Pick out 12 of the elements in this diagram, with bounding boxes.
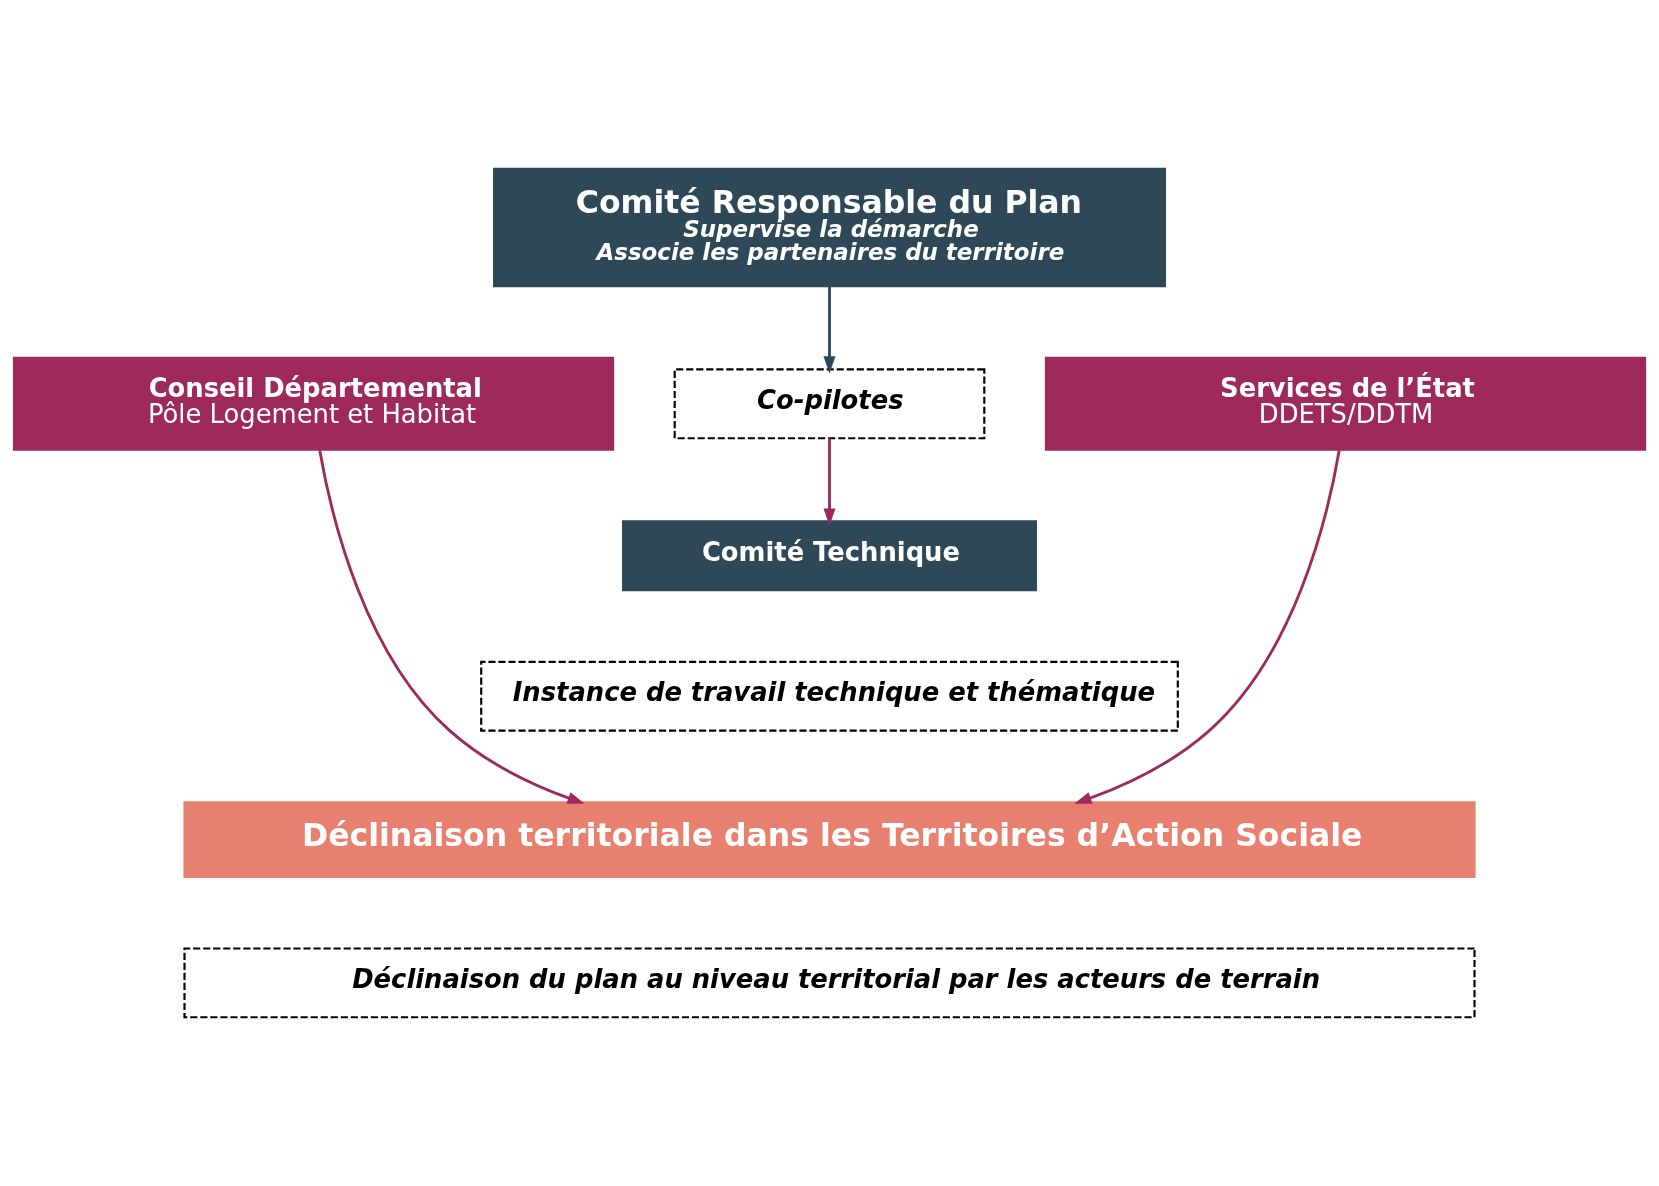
arrow xyxy=(1074,449,1341,804)
node-box: Instance de travail technique et thématique xyxy=(480,660,1179,732)
arrow xyxy=(823,438,836,526)
arrow xyxy=(318,449,585,804)
node-box: Services de l’État DDETS/DDTM xyxy=(1044,356,1647,451)
node-box: Conseil Départemental Pôle Logement et Habitat xyxy=(12,356,615,451)
node-box: Comité Technique xyxy=(622,520,1037,592)
node-box: Comité Responsable du Plan Supervise la démarche Associe les partenaires du territoire xyxy=(493,167,1166,288)
node-box: Co-pilotes xyxy=(673,368,986,440)
node-box: Déclinaison territoriale dans les Territoires d’Action Sociale xyxy=(183,801,1476,878)
node-box: Déclinaison du plan au niveau territorial par les acteurs de terrain xyxy=(183,947,1476,1019)
arrow xyxy=(823,286,836,374)
